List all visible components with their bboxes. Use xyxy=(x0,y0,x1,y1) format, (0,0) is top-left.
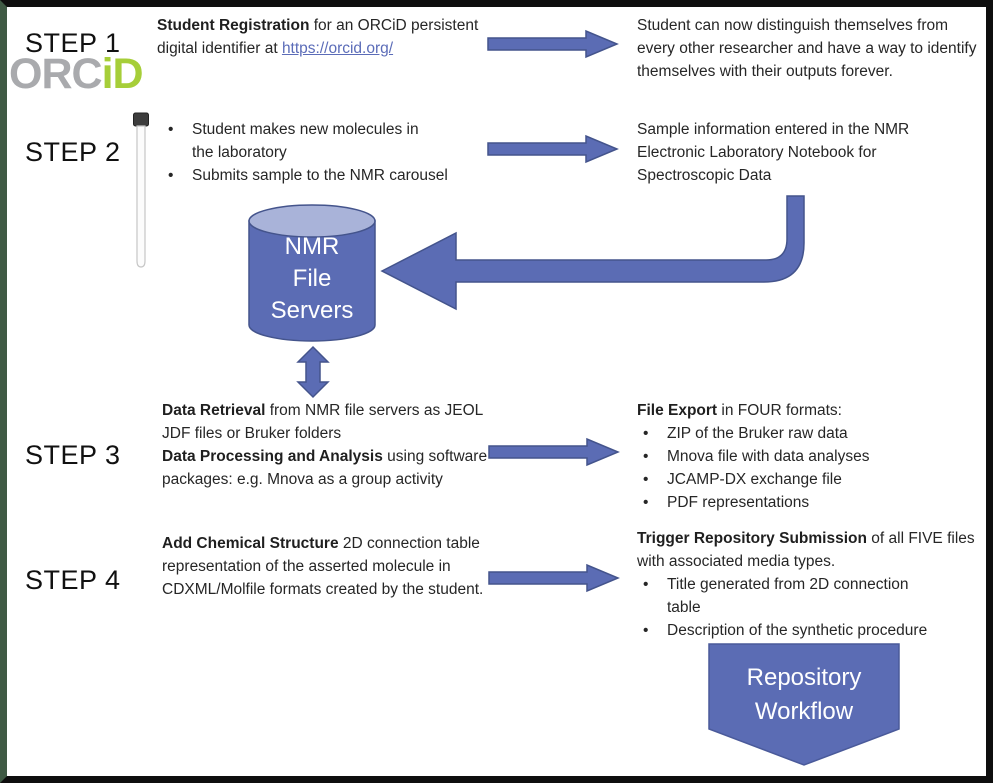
cylinder-retrieval-connector xyxy=(295,345,331,399)
bullet-icon: • xyxy=(643,576,649,593)
bullet-icon: • xyxy=(643,448,649,465)
step1-label: STEP 1 xyxy=(25,28,121,58)
bullet-icon: • xyxy=(643,494,649,511)
list-item: • JCAMP-DX exchange file xyxy=(637,468,985,491)
nmr-file-server-cylinder xyxy=(248,203,376,345)
cylinder-label: NMR File Servers xyxy=(248,231,376,327)
step2-outcome: Sample information entered in the NMR El… xyxy=(637,121,910,184)
step3-bullet-2: Mnova file with data analyses xyxy=(667,448,870,465)
step4-bullet-list: • Title generated from 2D connection tab… xyxy=(637,573,986,642)
banner-label-line1: Repository xyxy=(746,664,862,691)
step1-description: Student Registration for an ORCiD persis… xyxy=(157,14,487,60)
banner-pennant-down-icon xyxy=(708,643,900,766)
list-item: • Mnova file with data analyses xyxy=(637,445,985,468)
step1-outcome: Student can now distinguish themselves f… xyxy=(637,17,977,80)
list-item: • Student makes new molecules in the lab… xyxy=(162,118,482,164)
banner-label: Repository Workflow xyxy=(708,661,900,729)
step4-description-rest: 2D connection table representation of th… xyxy=(162,535,484,598)
step4-outcome-bold: Trigger Repository Submission xyxy=(637,530,867,547)
bullet-icon: • xyxy=(168,167,174,184)
cylinder-label-line1: NMR xyxy=(284,233,340,260)
nmr-tube-svg xyxy=(133,112,149,268)
step3-outcome: File Export in FOUR formats: • ZIP of th… xyxy=(637,399,985,514)
step3-outcome-rest: in FOUR formats: xyxy=(717,402,842,419)
nmr-tube-icon xyxy=(129,111,153,273)
step3-bullet-3: JCAMP-DX exchange file xyxy=(667,471,842,488)
orcid-link[interactable]: https://orcid.org/ xyxy=(281,40,394,57)
step3-description-bold1: Data Retrieval xyxy=(162,402,266,419)
arrow-right-icon xyxy=(488,437,620,467)
step3-bullet-4: PDF representations xyxy=(667,494,810,511)
step4-description-bold: Add Chemical Structure xyxy=(162,535,339,552)
step3-bullet-list: • ZIP of the Bruker raw data • Mnova fil… xyxy=(637,422,985,514)
step2-flow-arrow xyxy=(487,134,619,164)
step3-description: Data Retrieval from NMR file servers as … xyxy=(162,399,494,491)
elbow-connector xyxy=(380,195,805,320)
elbow-arrow-left-icon xyxy=(380,195,805,311)
step3-outcome-bold: File Export xyxy=(637,402,718,419)
list-item: • Submits sample to the NMR carousel xyxy=(162,164,482,187)
step2-bullet-1: Student makes new molecules in the labor… xyxy=(192,121,419,161)
bullet-icon: • xyxy=(643,471,649,488)
database-cylinder-icon xyxy=(248,204,376,342)
repository-workflow-banner xyxy=(708,643,900,767)
arrow-right-icon xyxy=(487,134,619,164)
step3-flow-arrow xyxy=(488,437,620,467)
list-item: • PDF representations xyxy=(637,491,985,514)
banner-label-line2: Workflow xyxy=(754,698,854,725)
arrow-right-icon xyxy=(488,563,620,593)
step4-flow-arrow xyxy=(488,563,620,593)
step2-bullet-list: • Student makes new molecules in the lab… xyxy=(162,118,482,187)
double-arrow-vertical-icon xyxy=(296,345,330,399)
bullet-icon: • xyxy=(168,121,174,138)
arrow-right-icon xyxy=(487,29,619,59)
cylinder-label-line3: Servers xyxy=(270,297,354,324)
bullet-icon: • xyxy=(643,425,649,442)
step3-bullet-1: ZIP of the Bruker raw data xyxy=(667,425,848,442)
step4-description: Add Chemical Structure 2D connection tab… xyxy=(162,532,494,601)
step4-outcome-heading: Trigger Repository Submission of all FIV… xyxy=(637,527,986,573)
step4-bullet-1: Title generated from 2D connection table xyxy=(667,576,909,616)
step4-bullet-2: Description of the synthetic procedure xyxy=(667,622,928,639)
step3-description-rest1: from NMR file servers as JEOL JDF files … xyxy=(162,402,483,442)
step2-bullet-2: Submits sample to the NMR carousel xyxy=(192,167,448,184)
list-item: • ZIP of the Bruker raw data xyxy=(637,422,985,445)
orcid-logo: ORCiD xyxy=(9,50,144,98)
step1-description-rest: for an ORCiD persistent digital identifi… xyxy=(157,17,479,57)
step1-description-bold: Student Registration xyxy=(157,17,310,34)
step3-outcome-heading: File Export in FOUR formats: xyxy=(637,399,985,422)
orcid-logo-gray-letters: ORC xyxy=(9,50,103,98)
step4-outcome-rest: of all FIVE files with associated media … xyxy=(637,530,975,570)
step3-description-bold2: Data Processing and Analysis xyxy=(162,448,383,465)
step3-label: STEP 3 xyxy=(25,440,121,470)
list-item: • Description of the synthetic procedure xyxy=(637,619,986,642)
step2-label: STEP 2 xyxy=(25,137,121,167)
list-item: • Title generated from 2D connection tab… xyxy=(637,573,986,619)
cylinder-label-line2: File xyxy=(292,265,332,292)
step1-flow-arrow xyxy=(487,29,619,59)
orcid-logo-green-letters: iD xyxy=(101,50,144,98)
bullet-icon: • xyxy=(643,622,649,639)
step4-outcome: Trigger Repository Submission of all FIV… xyxy=(637,527,986,642)
step4-label: STEP 4 xyxy=(25,565,121,595)
step3-description-rest2: using software packages: e.g. Mnova as a… xyxy=(162,448,488,488)
